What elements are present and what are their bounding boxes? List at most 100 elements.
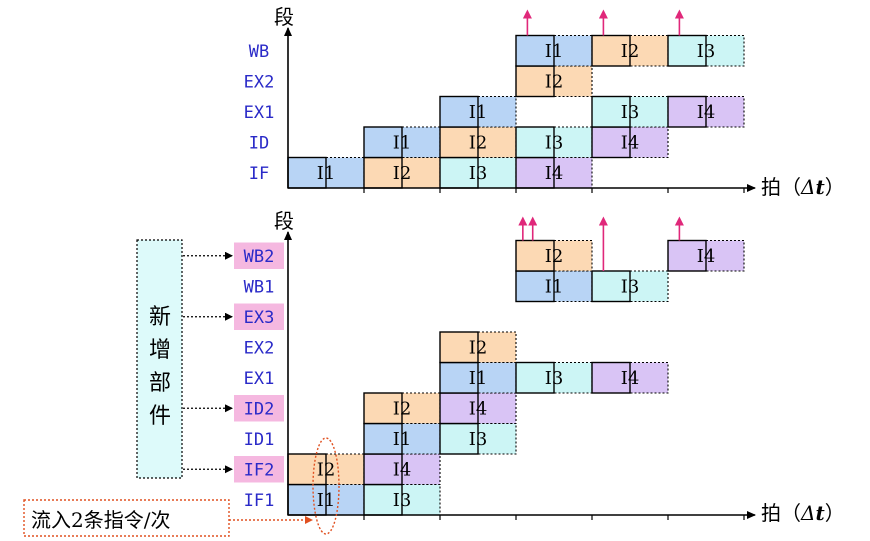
block-label: I1 [469,368,488,389]
stage-label-id2: ID2 [244,399,275,419]
new-parts-char: 新 [149,305,171,330]
block-i2: I2 [439,126,517,159]
block-label: I3 [545,368,564,389]
block-label: I2 [469,337,488,358]
block-i4: I4 [363,453,441,486]
block-i2: I2 [287,453,365,486]
stage-label-wb1: WB1 [244,277,275,297]
block-solid-half [667,95,707,128]
block-i4: I4 [439,392,517,425]
stage-label-wb: WB [249,42,269,62]
block-label: I2 [545,246,564,267]
flow-note-box [23,499,230,537]
block-label: I3 [621,102,640,123]
block-label: I3 [621,276,640,297]
block-label: I3 [469,429,488,450]
top-x-ticks [363,188,745,193]
stage-highlight [234,456,284,483]
block-solid-half [515,239,555,272]
block-solid-half [591,95,631,128]
block-label: I2 [545,71,564,92]
block-solid-half [515,126,555,159]
block-label: I2 [393,163,412,184]
bottom-axis-title: 段 [274,209,294,233]
block-dotted-half [706,239,745,272]
block-i1: I1 [363,422,441,455]
flow-note-ellipse [312,437,340,535]
block-label: I4 [697,102,716,123]
block-dotted-half [554,156,593,189]
flow-note-text: 流入2条指令/次 [31,508,170,532]
top-axis-unit: 拍（Δt） [761,175,845,199]
block-label: I1 [545,41,564,62]
block-solid-half [591,34,631,67]
block-solid-half [515,34,555,67]
block-i1: I1 [439,361,517,394]
block-label: I2 [393,398,412,419]
block-solid-half [439,331,479,364]
block-label: I2 [469,132,488,153]
block-i2: I2 [363,156,441,189]
block-solid-half [439,95,479,128]
block-dotted-half [402,483,441,516]
block-label: I1 [317,163,336,184]
block-label: I3 [697,41,716,62]
block-label: I2 [317,459,336,480]
stage-label-if: IF [249,164,269,184]
block-dotted-half [478,392,517,425]
block-i3: I3 [515,361,593,394]
block-i1: I1 [363,126,441,159]
block-label: I1 [469,102,488,123]
block-i2: I2 [363,392,441,425]
block-label: I3 [469,163,488,184]
block-solid-half [591,270,631,303]
block-label: I4 [697,246,716,267]
block-i3: I3 [591,270,669,303]
stage-highlight [234,303,284,330]
new-parts-box [136,239,183,479]
block-solid-half [667,239,707,272]
block-i4: I4 [591,361,669,394]
block-i4: I4 [667,95,745,128]
stage-label-ex1: EX1 [244,103,275,123]
bottom-x-ticks [363,515,745,520]
block-dotted-half [630,270,669,303]
new-parts-char: 增 [149,338,171,363]
stage-label-id: ID [249,133,269,153]
stage-label-id1: ID1 [244,430,275,450]
block-label: I3 [545,132,564,153]
block-i1: I1 [287,483,365,516]
block-i3: I3 [439,422,517,455]
block-dotted-half [630,361,669,394]
stage-highlight [234,242,284,269]
block-solid-half [667,34,707,67]
block-label: I4 [545,163,564,184]
bottom-writeback-arrows [518,216,684,271]
block-label: I4 [621,368,640,389]
block-i3: I3 [363,483,441,516]
block-i1: I1 [439,95,517,128]
block-dotted-half [554,239,593,272]
block-i4: I4 [667,239,745,272]
block-solid-half [591,361,631,394]
block-i4: I4 [591,126,669,159]
block-i2: I2 [515,239,593,272]
new-parts-char: 部 [149,371,171,396]
block-dotted-half [706,34,745,67]
block-i1: I1 [515,270,593,303]
block-label: I4 [469,398,488,419]
stage-label-if1: IF1 [244,491,275,511]
stage-label-wb2: WB2 [244,247,275,267]
block-label: I1 [393,132,412,153]
block-i3: I3 [439,156,517,189]
block-i3: I3 [667,34,745,67]
block-label: I4 [621,132,640,153]
top-writeback-arrows [522,9,684,36]
block-label: I1 [393,429,412,450]
